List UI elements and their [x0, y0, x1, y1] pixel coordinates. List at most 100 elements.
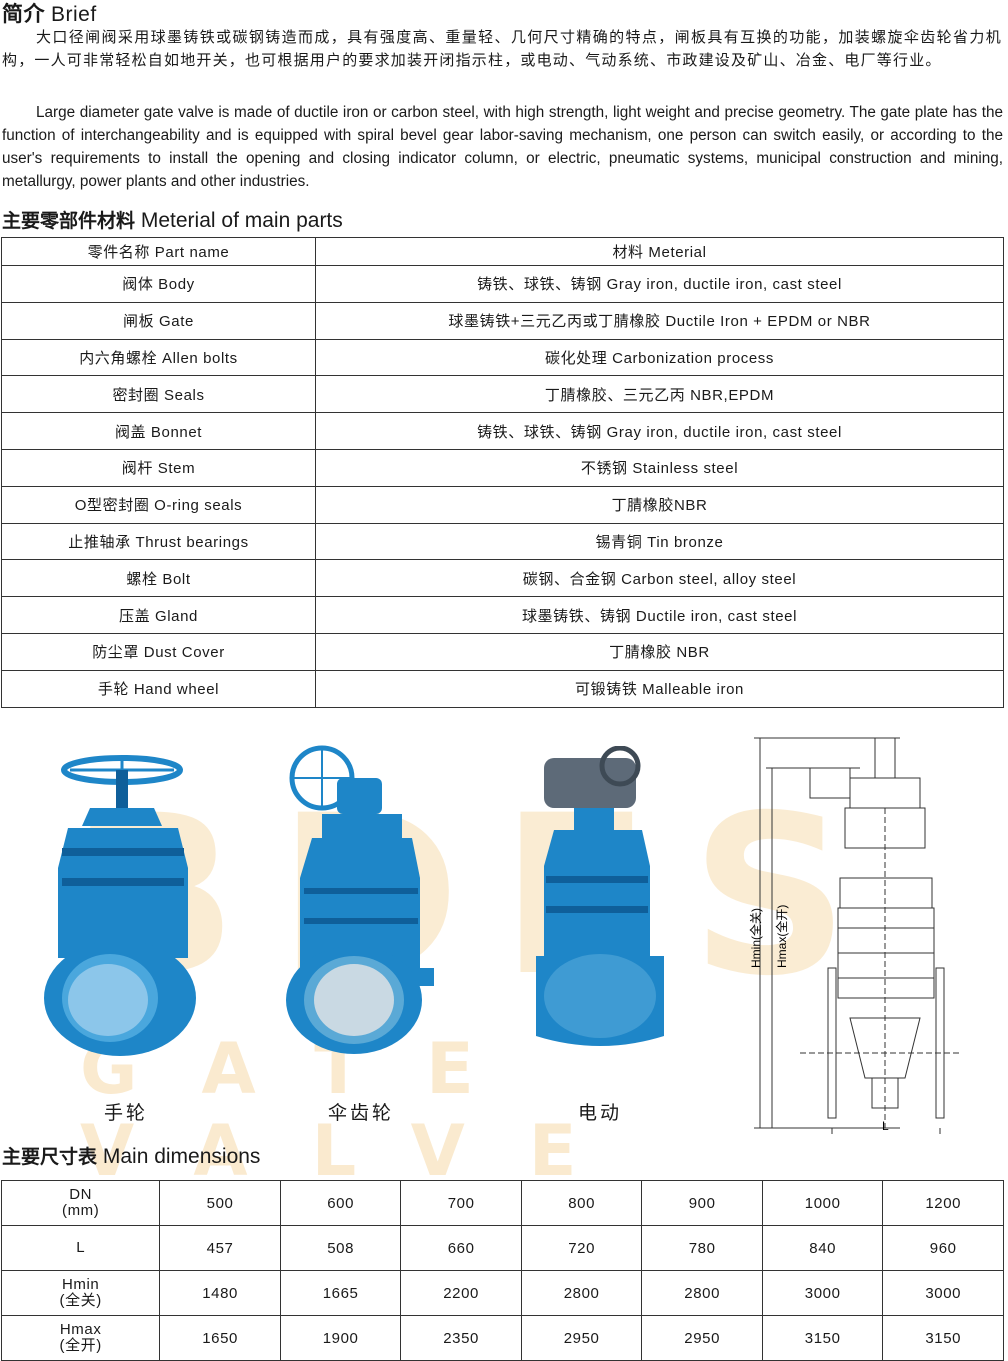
electric-valve-image	[536, 746, 664, 1046]
material-cell: 碳钢、合金钢 Carbon steel, alloy steel	[315, 559, 1004, 598]
material-cell: 锡青铜 Tin bronze	[315, 522, 1004, 561]
row-header-line: (mm)	[61, 1202, 100, 1219]
material-cell: 不锈钢 Stainless steel	[315, 448, 1004, 487]
dimensions-heading: 主要尺寸表 Main dimensions	[2, 1142, 260, 1169]
brief-text-cn: 大口径闸阀采用球墨铸铁或碳钢铸造而成，具有强度高、重量轻、几何尺寸精确的特点，闸…	[2, 28, 1002, 69]
material-cell: 铸铁、球铁、铸钢 Gray iron, ductile iron, cast s…	[315, 412, 1004, 450]
brief-text-en: Large diameter gate valve is made of duc…	[2, 104, 1003, 190]
dimension-value-cell: 1000	[761, 1180, 884, 1226]
material-cell: 丁腈橡胶 NBR	[315, 632, 1004, 671]
row-header-line: L	[76, 1239, 86, 1256]
header-material: 材料 Meterial	[315, 237, 1004, 266]
material-cell: 球墨铸铁、铸钢 Ductile iron, cast steel	[315, 596, 1004, 634]
dimension-value-cell: 720	[520, 1225, 643, 1271]
dimension-value-cell: 2800	[641, 1270, 763, 1316]
dimension-value-cell: 800	[520, 1180, 643, 1226]
brief-title-en: Brief	[51, 3, 97, 26]
dimension-drawing: Hmin(全关) Hmax(全开) L	[748, 737, 960, 1134]
brief-title-cn: 简介	[2, 3, 45, 26]
dimension-value-cell: 660	[400, 1225, 522, 1271]
row-header-cell: Hmin(全关)	[0, 1270, 161, 1316]
dimension-value-cell: 780	[641, 1225, 763, 1271]
part-name-cell: 阀杆 Stem	[1, 448, 316, 487]
materials-title-en: Meterial of main parts	[140, 209, 343, 232]
dimension-value-cell: 1650	[159, 1315, 281, 1361]
materials-heading: 主要零部件材料 Meterial of main parts	[2, 206, 343, 233]
dimension-value-cell: 960	[882, 1225, 1004, 1271]
hmin-label: Hmin(全关)	[748, 908, 763, 968]
dimension-value-cell: 3000	[882, 1270, 1004, 1316]
material-cell: 球墨铸铁+三元乙丙或丁腈橡胶 Ductile Iron + EPDM or NB…	[315, 301, 1004, 340]
dimension-value-cell: 457	[159, 1225, 281, 1271]
part-name-cell: 防尘罩 Dust Cover	[1, 632, 316, 671]
row-header-line: (全开)	[59, 1337, 102, 1354]
part-name-cell: 阀盖 Bonnet	[1, 412, 316, 450]
row-header-line: Hmin	[61, 1276, 100, 1293]
part-name-cell: 阀体 Body	[1, 265, 316, 303]
dimension-value-cell: 840	[761, 1225, 884, 1271]
brief-heading: 简介 Brief	[2, 0, 97, 28]
dimension-value-cell: 2950	[520, 1315, 643, 1361]
row-header-cell: DN(mm)	[0, 1180, 161, 1226]
part-name-cell: 手轮 Hand wheel	[1, 669, 316, 708]
dimension-value-cell: 3150	[761, 1315, 884, 1361]
materials-title-cn: 主要零部件材料	[2, 210, 136, 232]
dimension-value-cell: 1200	[882, 1180, 1004, 1226]
dimension-value-cell: 2950	[641, 1315, 763, 1361]
dimension-value-cell: 2350	[400, 1315, 522, 1361]
handwheel-valve-image	[44, 755, 196, 1056]
dimension-value-cell: 2200	[400, 1270, 522, 1316]
dimension-value-cell: 3150	[882, 1315, 1004, 1361]
row-header-line: Hmax	[59, 1321, 102, 1338]
material-cell: 铸铁、球铁、铸钢 Gray iron, ductile iron, cast s…	[315, 265, 1004, 303]
dimension-value-cell: 1480	[159, 1270, 281, 1316]
caption-bevel-gear: 伞齿轮	[328, 1102, 395, 1124]
part-name-cell: 压盖 Gland	[1, 596, 316, 634]
material-cell: 丁腈橡胶NBR	[315, 485, 1004, 524]
dimension-value-cell: 508	[279, 1225, 402, 1271]
l-label: L	[882, 1119, 889, 1133]
dimension-value-cell: 900	[641, 1180, 763, 1226]
hmax-label: Hmax(全开)	[774, 905, 789, 968]
dimension-value-cell: 1665	[279, 1270, 402, 1316]
dimensions-title-en: Main dimensions	[102, 1145, 261, 1168]
row-header-cell: Hmax(全开)	[0, 1315, 161, 1361]
product-figures: BDFS GATE VALVE	[0, 718, 1008, 1192]
dimension-value-cell: 3000	[761, 1270, 884, 1316]
dimension-value-cell: 500	[159, 1180, 281, 1226]
material-cell: 碳化处理 Carbonization process	[315, 338, 1004, 377]
caption-electric: 电动	[578, 1102, 623, 1124]
caption-handwheel: 手轮	[104, 1102, 149, 1124]
dimension-value-cell: 600	[279, 1180, 402, 1226]
part-name-cell: 螺栓 Bolt	[1, 559, 316, 598]
material-cell: 丁腈橡胶、三元乙丙 NBR,EPDM	[315, 375, 1004, 414]
dimensions-title-cn: 主要尺寸表	[2, 1146, 98, 1168]
material-cell: 可锻铸铁 Malleable iron	[315, 669, 1004, 708]
part-name-cell: O型密封圈 O-ring seals	[1, 485, 316, 524]
brand-watermark: BDFS	[70, 768, 890, 1024]
bevel-gear-valve-image	[286, 745, 434, 1054]
part-name-cell: 闸板 Gate	[1, 301, 316, 340]
part-name-cell: 密封圈 Seals	[1, 375, 316, 414]
header-part-name: 零件名称 Part name	[1, 237, 316, 266]
row-header-line: (全关)	[59, 1292, 102, 1309]
dimension-value-cell: 700	[400, 1180, 522, 1226]
